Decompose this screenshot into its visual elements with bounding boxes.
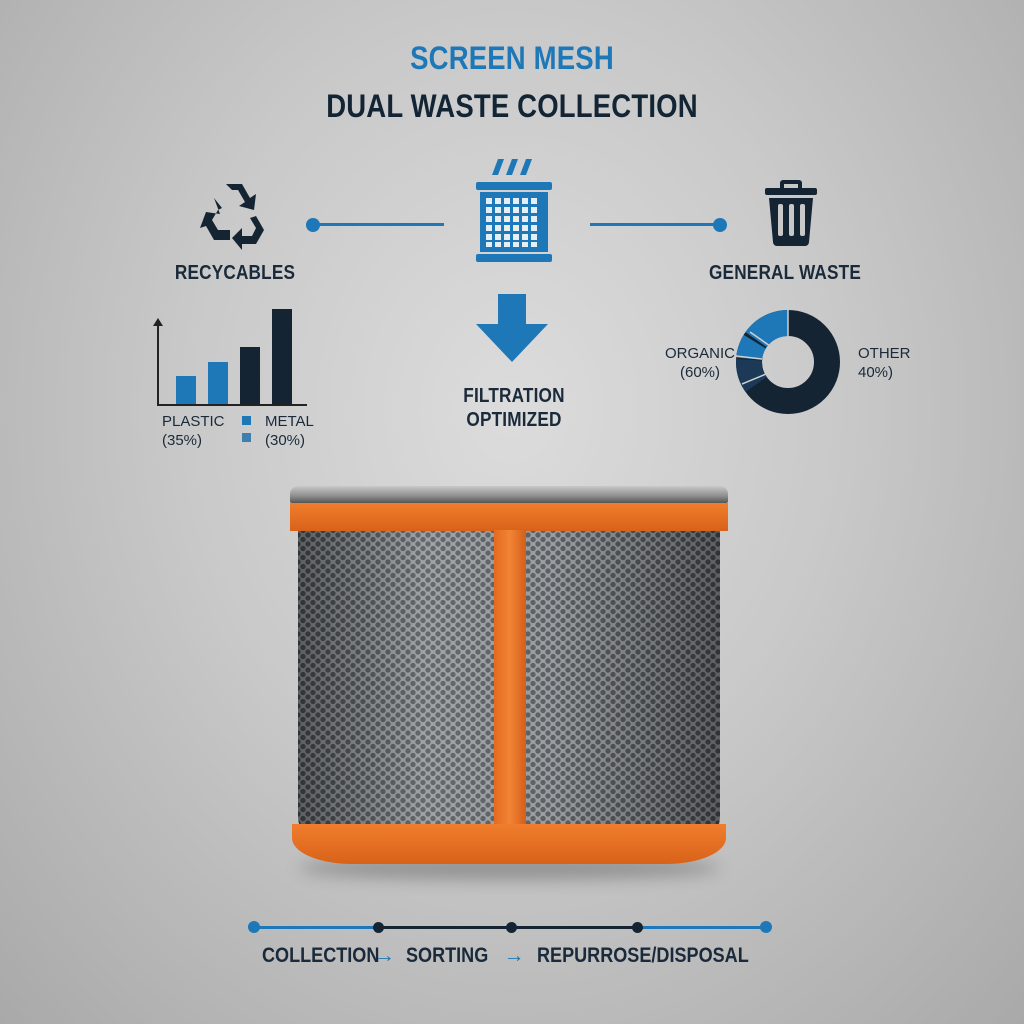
legend-metal-name: METAL: [265, 413, 314, 430]
timeline-dot-4: [632, 922, 643, 933]
other-value: 40%): [858, 364, 894, 381]
timeline-dot-end: [760, 921, 772, 933]
legend-swatch-metal: [242, 433, 251, 442]
recyclables-bar-chart: [153, 309, 307, 406]
other-name: OTHER: [858, 345, 911, 362]
legend-metal-value: (30%): [265, 432, 306, 449]
connector-line-left: [314, 223, 444, 226]
top-orange-band: [290, 503, 728, 531]
arrow-right-icon: →: [373, 944, 395, 967]
y-axis-arrow-icon: [153, 318, 163, 326]
organic-label: ORGANIC (60%): [664, 344, 736, 382]
bar-plastic-2: [208, 362, 228, 404]
legend-plastic-value: (35%): [162, 432, 203, 449]
bottom-orange-band: [292, 824, 726, 864]
bar-plastic-1: [176, 376, 196, 404]
filtration-label-line1: FILTRATION: [463, 385, 565, 407]
timeline-dot-start: [248, 921, 260, 933]
timeline-segment-1: [254, 926, 378, 929]
connector-line-right: [590, 223, 720, 226]
center-orange-post: [494, 530, 526, 830]
step-sorting: SORTING: [405, 944, 488, 967]
page-subtitle: DUAL WASTE COLLECTION: [326, 88, 698, 124]
organic-name: ORGANIC: [664, 345, 735, 362]
legend-plastic-name: PLASTIC: [162, 413, 225, 430]
x-axis: [157, 404, 307, 406]
legend-plastic: PLASTIC (35%): [162, 412, 232, 450]
bar-metal-2: [272, 309, 292, 404]
legend-swatch-plastic: [242, 416, 251, 425]
arrow-down-icon: [474, 294, 550, 364]
organic-value: (60%): [679, 364, 720, 381]
filtration-label: FILTRATION OPTIMIZED: [442, 384, 586, 432]
general-waste-donut-chart: [735, 310, 840, 414]
step-repurpose-disposal: REPURROSE/DISPOSAL: [537, 944, 750, 967]
recyclables-label: RECYCABLES: [174, 262, 296, 284]
bar-metal-1: [240, 347, 260, 404]
page-title: SCREEN MESH: [410, 40, 614, 76]
timeline-dot-2: [373, 922, 384, 933]
connector-dot-left: [306, 218, 320, 232]
steel-lid: [290, 486, 728, 503]
other-label: OTHER 40%): [858, 344, 918, 382]
general-waste-label: GENERAL WASTE: [709, 262, 861, 284]
recycle-icon: [198, 180, 270, 250]
process-timeline: [248, 920, 778, 936]
process-flow-labels: COLLECTION → SORTING → REPURROSE/DISPOSA…: [262, 944, 782, 968]
filter-mesh-icon: [474, 155, 558, 275]
arrow-right-icon: →: [503, 944, 525, 967]
filtration-label-line2: OPTIMIZED: [466, 409, 562, 431]
legend-metal: METAL (30%): [265, 412, 335, 450]
screen-mesh-waste-bin: [288, 486, 730, 880]
step-collection: COLLECTION: [262, 944, 380, 967]
y-axis: [157, 322, 159, 405]
timeline-dot-3: [506, 922, 517, 933]
connector-dot-right: [713, 218, 727, 232]
timeline-segment-3: [638, 926, 770, 929]
trash-bin-icon: [763, 178, 819, 246]
